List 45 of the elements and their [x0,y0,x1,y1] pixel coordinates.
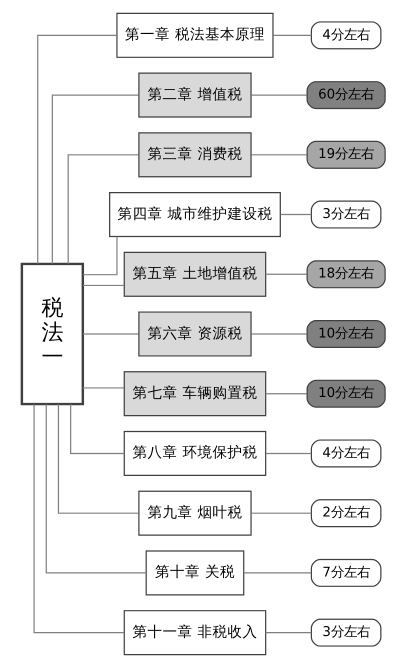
connector [32,404,124,634]
connector [82,387,124,389]
connector [82,333,138,335]
connector [57,404,138,514]
node-box: 第四章 城市维护建设税 [108,192,280,238]
node-box: 第八章 环境保护税 [123,430,266,476]
node-box: 3分左右 [310,618,381,647]
connector [265,274,306,275]
connector [250,154,306,156]
node-box: 第一章 税法基本原理 [116,12,274,58]
connector [82,236,118,276]
connector [36,34,116,264]
node-box: 第九章 烟叶税 [138,490,252,536]
node-box: 10分左右 [306,380,386,408]
node-box: 税法一 [20,262,84,406]
connector [265,393,306,394]
node-box: 19分左右 [306,140,386,169]
node-box: 2分左右 [310,499,381,528]
node-box: 4分左右 [310,439,381,468]
connector [250,512,311,514]
node-box: 第二章 增值税 [138,72,252,118]
connector [244,572,311,574]
node-box: 第十章 关税 [145,550,244,596]
connector [67,154,138,264]
node-box: 第五章 土地增值税 [123,252,266,297]
node-box: 18分左右 [306,260,386,288]
connector [82,284,124,286]
connector [250,94,306,96]
connector [51,94,138,264]
connector [250,333,306,335]
connector [45,404,146,574]
node-box: 4分左右 [310,21,381,50]
node-box: 3分左右 [310,200,381,229]
node-box: 第十一章 非税收入 [123,610,266,656]
connector [265,632,311,634]
node-box: 60分左右 [306,81,386,110]
node-box: 第三章 消费税 [138,132,252,178]
connector [280,214,311,216]
connector [265,452,311,454]
node-box: 第七章 车辆购置税 [123,371,266,416]
node-box: 7分左右 [310,558,381,587]
connector [272,34,311,36]
connector [70,404,124,454]
node-box: 第六章 资源税 [138,311,252,357]
node-box: 10分左右 [306,320,386,348]
